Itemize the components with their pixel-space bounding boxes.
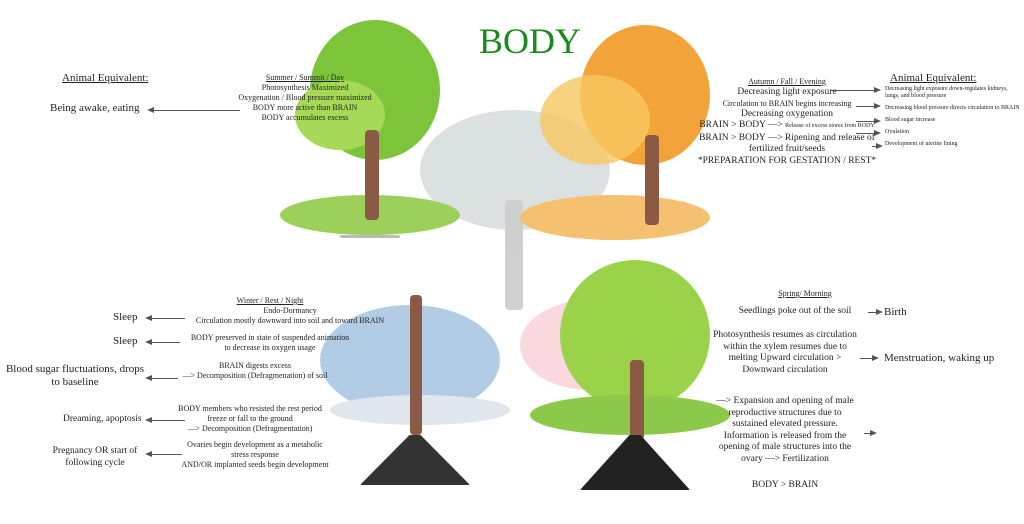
winter-line: Endo-Dormancy <box>263 306 317 315</box>
spring-block: Photosynthesis resumes as circulation wi… <box>713 330 857 375</box>
autumn-line: fertilized fruit/seeds <box>748 144 826 154</box>
summer-animal: Being awake, eating <box>50 102 140 114</box>
spring-animal: Birth <box>884 306 907 318</box>
autumn-animal: Blood sugar increase <box>885 117 936 123</box>
summer-line: BODY more active than BRAIN <box>252 103 358 112</box>
winter-line: BODY preserved in state of suspended ani… <box>190 333 350 342</box>
arrow-right <box>872 143 883 149</box>
arrow-right <box>856 130 881 136</box>
summer-tree <box>280 20 460 260</box>
summer-heading: Summer / Summit / Day <box>265 73 345 82</box>
arrow-right <box>856 118 881 124</box>
arrow-left <box>150 420 185 421</box>
winter-block: Ovaries begin development as a metabolic… <box>180 440 330 470</box>
winter-line: Circulation mostly downward into soil an… <box>195 316 385 325</box>
spring-tree <box>520 260 730 500</box>
summer-line: Photosynthesis Maximized <box>261 83 349 92</box>
animal-equivalent-heading-left: Animal Equivalent: <box>62 72 149 84</box>
summer-line: BODY accumulates excess <box>261 113 349 122</box>
arrow-left <box>150 378 178 379</box>
autumn-heading: Autumn / Fall / Evening <box>748 77 826 86</box>
arrow-left <box>150 318 185 319</box>
spring-block: —> Expansion and opening of male reprodu… <box>716 396 854 464</box>
winter-animal: Blood sugar fluctuations, drops to basel… <box>5 363 145 388</box>
arrow-right <box>830 87 881 93</box>
autumn-line: Circulation to BRAIN begins increasing <box>722 98 852 108</box>
arrow-right <box>860 355 879 361</box>
autumn-animal: Ovulation <box>885 129 909 135</box>
page-title: BODY <box>478 21 581 61</box>
autumn-animal: Development of uterine lining <box>885 141 958 147</box>
winter-line: —> Decomposition (Defragmenation) of soi… <box>182 371 328 380</box>
winter-line: to decrease its oxygen usage <box>224 343 316 352</box>
winter-line: Ovaries begin development as a metabolic <box>187 440 323 449</box>
winter-animal: Pregnancy OR start of following cycle <box>52 446 138 468</box>
winter-block: BODY members who resisted the rest perio… <box>175 404 325 434</box>
autumn-animal: Decreasing blood pressure directs circul… <box>885 105 1020 111</box>
autumn-line: Decreasing oxygenation <box>740 108 834 119</box>
spring-block: Seedlings poke out of the soil <box>738 306 852 316</box>
arrow-left <box>152 110 240 111</box>
spring-footer: BODY > BRAIN <box>751 480 819 490</box>
autumn-line: *PREPARATION FOR GESTATION / REST* <box>697 155 877 166</box>
autumn-line: Decreasing light exposure <box>737 87 837 97</box>
winter-animal: Dreaming, apoptosis <box>63 414 142 424</box>
winter-animal: Sleep <box>113 335 138 347</box>
arrow-left <box>150 454 182 455</box>
summer-line: Oxygenation / Blood pressure maximized <box>238 93 372 102</box>
winter-line: AND/OR implanted seeds begin development <box>181 460 329 469</box>
arrow-right <box>864 430 877 436</box>
autumn-line: BRAIN > BODY —> Ripening and release of <box>699 132 875 143</box>
autumn-text: Autumn / Fall / Evening Decreasing light… <box>692 77 882 167</box>
autumn-line: BRAIN > BODY —> <box>699 120 783 130</box>
winter-line: stress response <box>231 450 279 459</box>
autumn-animal-list: Decreasing light exposure down-regulates… <box>885 86 1023 153</box>
summer-text: Summer / Summit / Day Photosynthesis Max… <box>215 73 395 123</box>
spring-heading: Spring/ Morning <box>778 289 832 298</box>
winter-block: BRAIN digests excess—> Decomposition (De… <box>180 361 330 381</box>
winter-block: BODY preserved in state of suspended ani… <box>170 333 370 353</box>
arrow-left <box>150 342 180 343</box>
winter-tree <box>320 275 520 505</box>
animal-equivalent-heading-right: Animal Equivalent: <box>890 72 977 84</box>
winter-line: BODY members who resisted the rest perio… <box>178 404 322 413</box>
autumn-line: Release of excess stores from BODY <box>785 123 875 129</box>
winter-line: freeze or fall to the ground <box>207 414 293 423</box>
autumn-animal: Decreasing light exposure down-regulates… <box>885 86 1008 99</box>
winter-heading: Winter / Rest / Night <box>236 296 304 305</box>
autumn-tree <box>520 25 710 255</box>
spring-animal: Menstruation, waking up <box>884 352 995 364</box>
winter-line: —> Decomposition (Defragmentation) <box>187 424 313 433</box>
arrow-right <box>856 103 881 109</box>
winter-animal: Sleep <box>113 311 138 323</box>
winter-line: BRAIN digests excess <box>219 361 291 370</box>
arrow-right <box>868 309 883 315</box>
